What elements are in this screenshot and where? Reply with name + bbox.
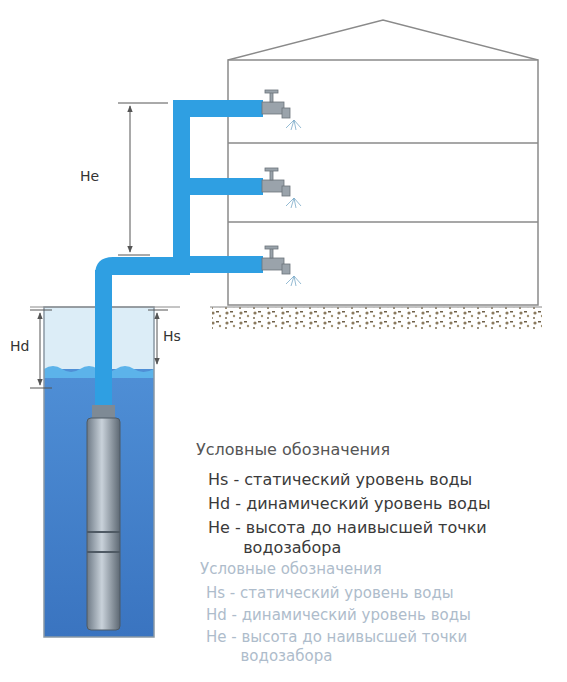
watermark-text: He - высота до наивысшей точки водозабор… <box>206 628 501 666</box>
dimension-label: Hs <box>163 328 181 346</box>
ground-line <box>210 306 542 307</box>
watermark-text: Условные обозначения <box>200 560 382 579</box>
legend-title: Условные обозначения <box>196 440 390 460</box>
legend-entry: He - высота до наивысшей точки водозабор… <box>208 518 533 558</box>
dimension-lines <box>30 103 168 388</box>
water-spray <box>286 120 301 286</box>
submersible-pump <box>87 405 120 630</box>
legend-entry: Hd - динамический уровень воды <box>208 494 491 514</box>
water-pipe <box>95 100 263 415</box>
faucet <box>262 90 290 274</box>
ground-soil <box>212 307 542 331</box>
legend-entry: Hs - статический уровень воды <box>208 470 472 490</box>
watermark-text: Hd - динамический уровень воды <box>206 606 471 625</box>
dimension-label: Hd <box>10 338 29 356</box>
house <box>228 20 538 305</box>
dimension-label: He <box>80 168 99 186</box>
watermark-text: Hs - статический уровень воды <box>206 584 454 603</box>
